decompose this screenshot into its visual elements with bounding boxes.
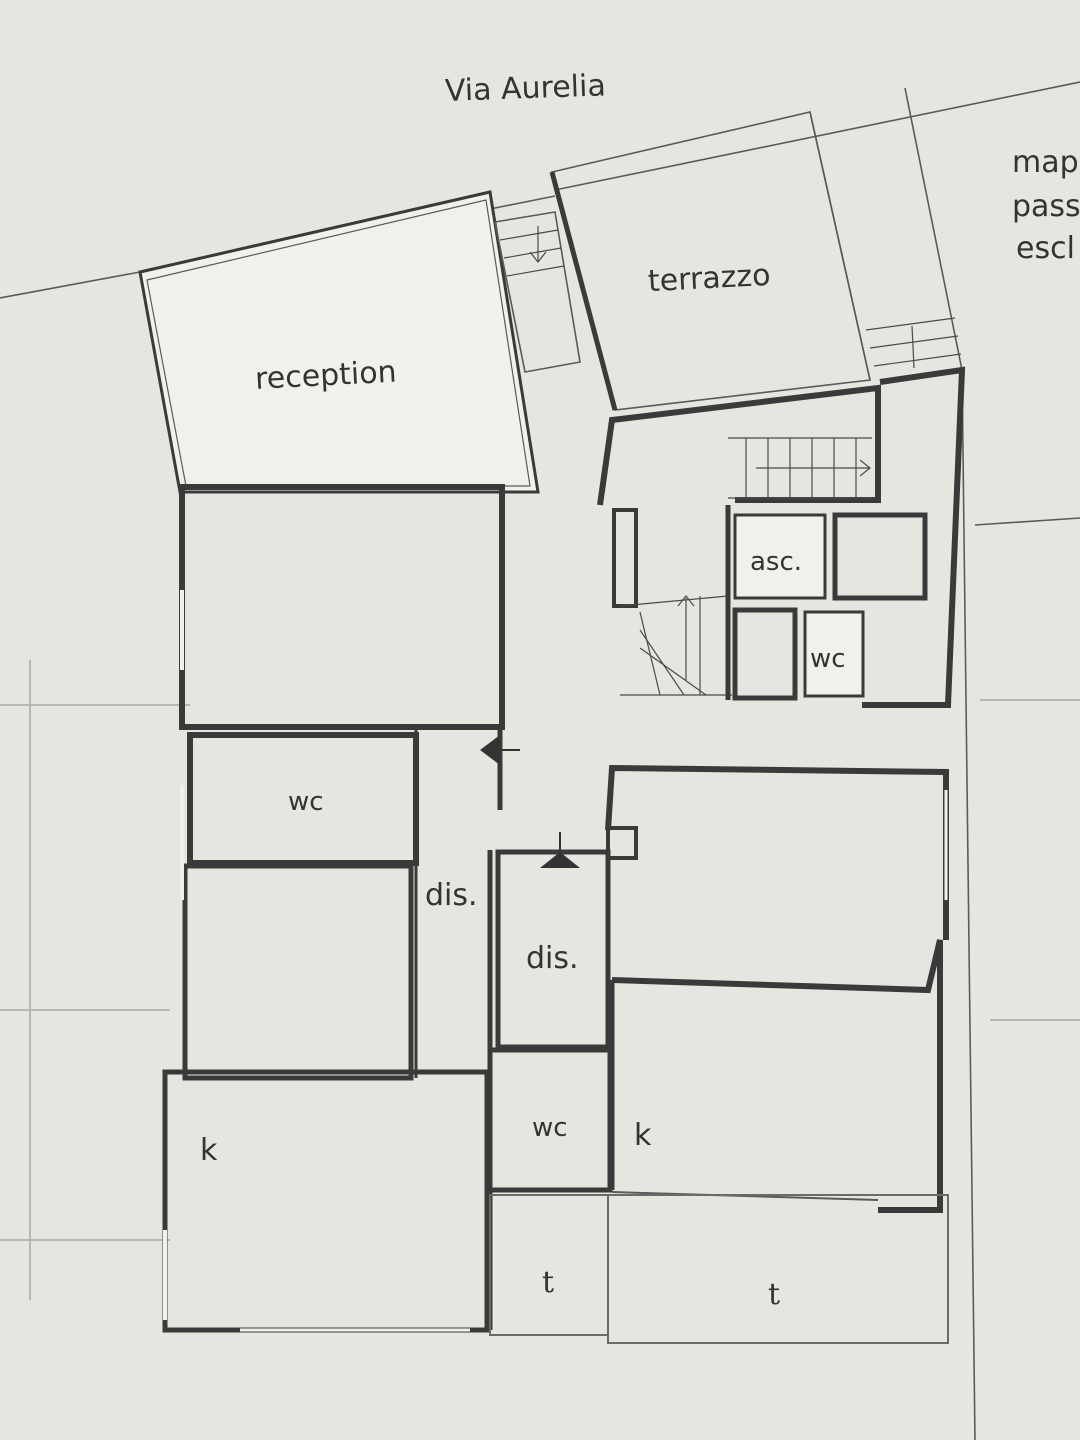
elevator-room	[733, 513, 827, 600]
kitchen-left-label: k	[200, 1133, 218, 1168]
middle-block	[480, 735, 638, 1193]
right-block	[605, 764, 949, 1213]
side-note-line-2: passa	[1012, 189, 1080, 224]
entrance-steps	[494, 211, 581, 373]
terrazzo-label: terrazzo	[647, 258, 771, 299]
left-block	[162, 484, 505, 1333]
side-note-line-3: escl	[1016, 231, 1075, 266]
background-traces	[0, 660, 1080, 1300]
terrace-large-label: t	[768, 1277, 780, 1312]
corridor-left-label: dis.	[425, 878, 478, 913]
reception-label: reception	[254, 355, 397, 397]
terraces	[489, 1194, 949, 1344]
reception-room	[138, 190, 540, 494]
wc-stair-room	[803, 610, 865, 698]
kitchen-right-label: k	[634, 1118, 652, 1153]
wc-mid-label: wc	[532, 1113, 568, 1143]
elevator-label: asc.	[750, 547, 802, 577]
wc-stair-label: wc	[810, 644, 846, 674]
terrace-small-label: t	[542, 1265, 554, 1300]
side-steps	[865, 317, 962, 369]
wc-left-label: wc	[288, 787, 324, 817]
street-label: Via Aurelia	[444, 68, 606, 109]
stairwell	[597, 366, 966, 708]
corridor-mid-label: dis.	[526, 941, 579, 976]
